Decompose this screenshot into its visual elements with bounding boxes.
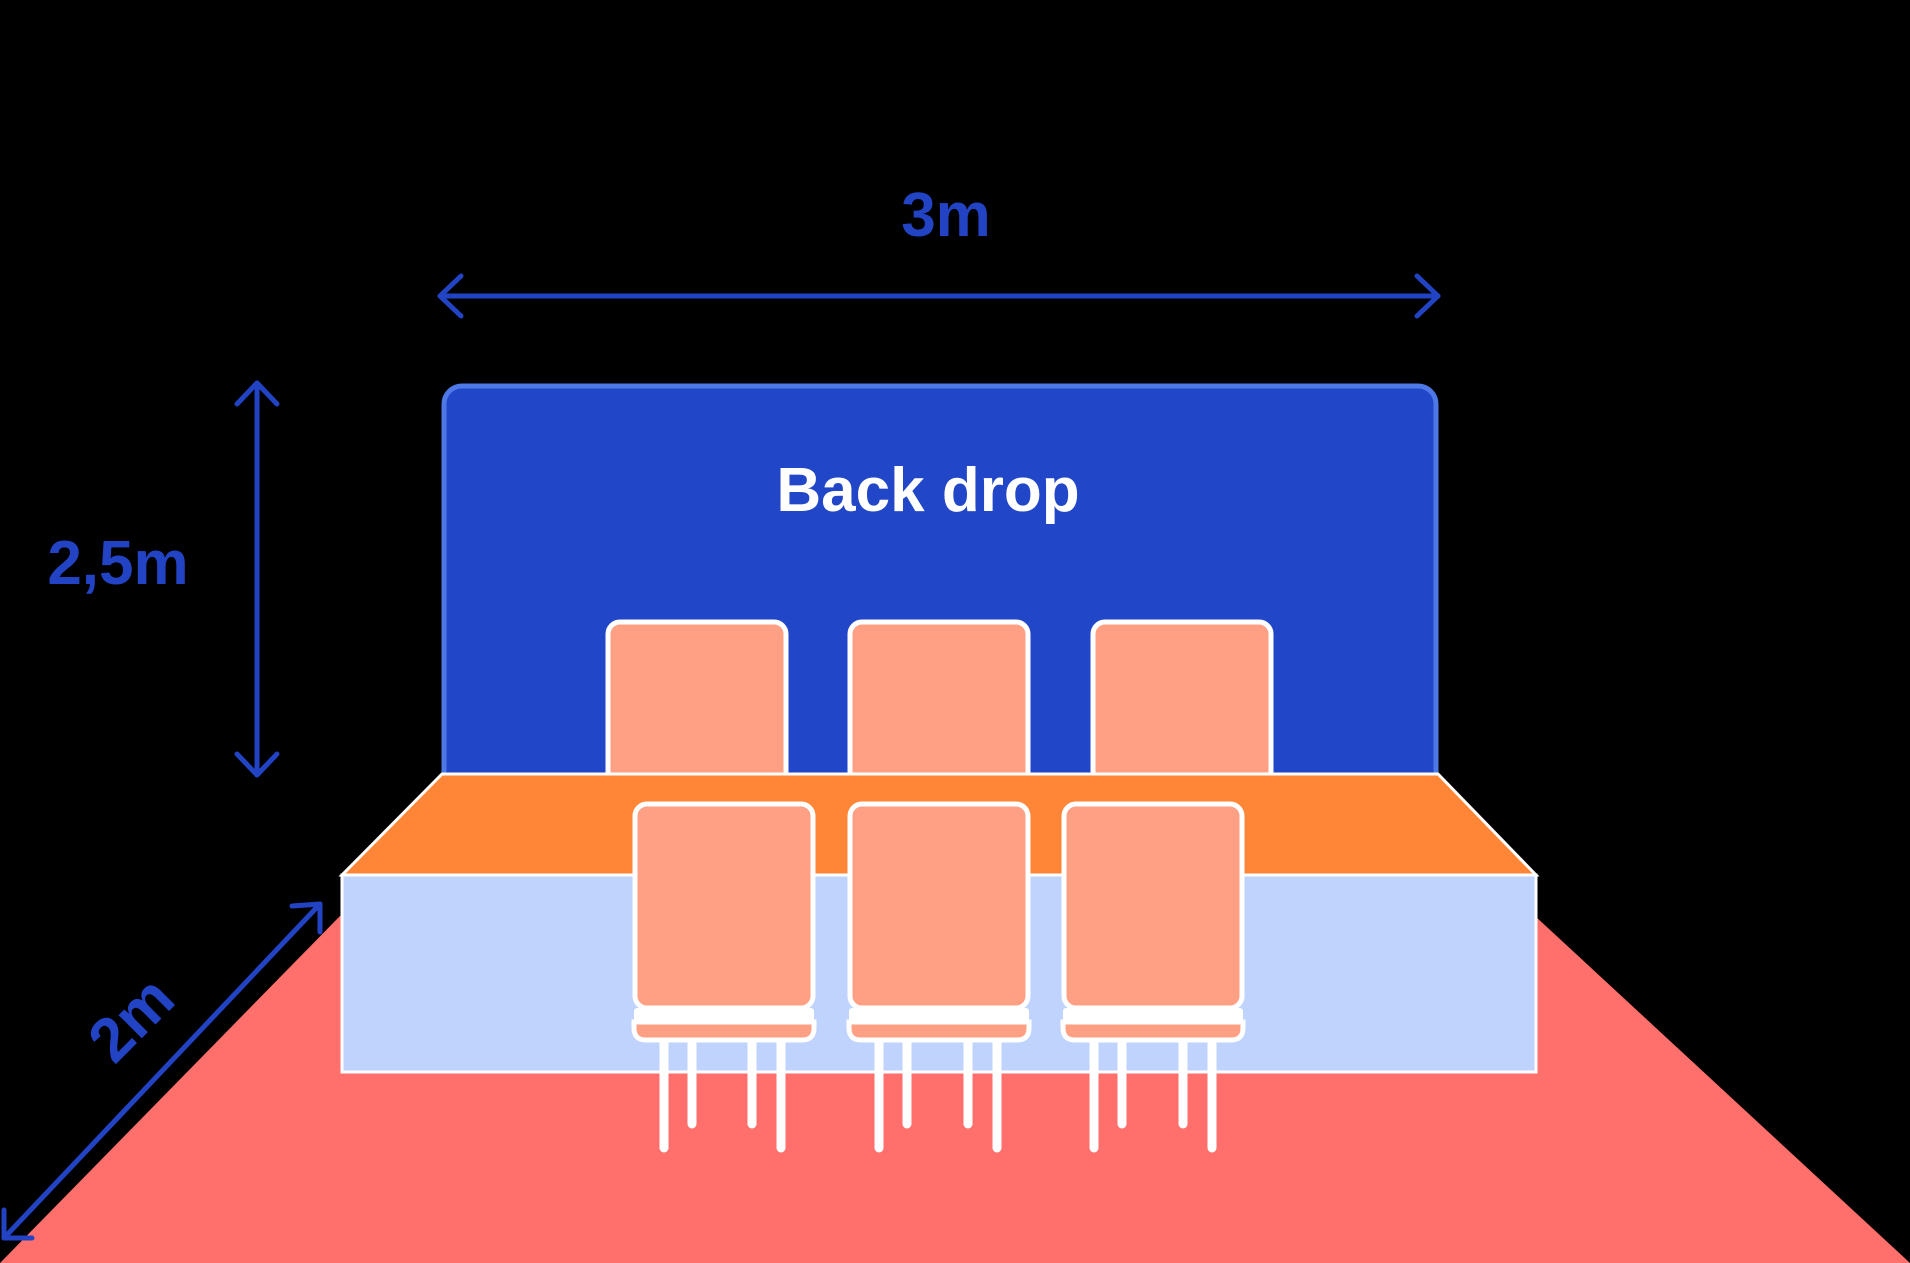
chair-back — [608, 622, 786, 792]
height-label: 2,5m — [47, 529, 188, 598]
width-label: 3m — [901, 181, 991, 250]
chair-back — [850, 622, 1028, 792]
back-row-chairs — [608, 622, 1271, 792]
double-arrow-horizontal-icon — [440, 276, 1438, 316]
chair-back — [1093, 622, 1271, 792]
double-arrow-vertical-icon — [237, 383, 277, 775]
backdrop-label: Back drop — [776, 456, 1079, 525]
